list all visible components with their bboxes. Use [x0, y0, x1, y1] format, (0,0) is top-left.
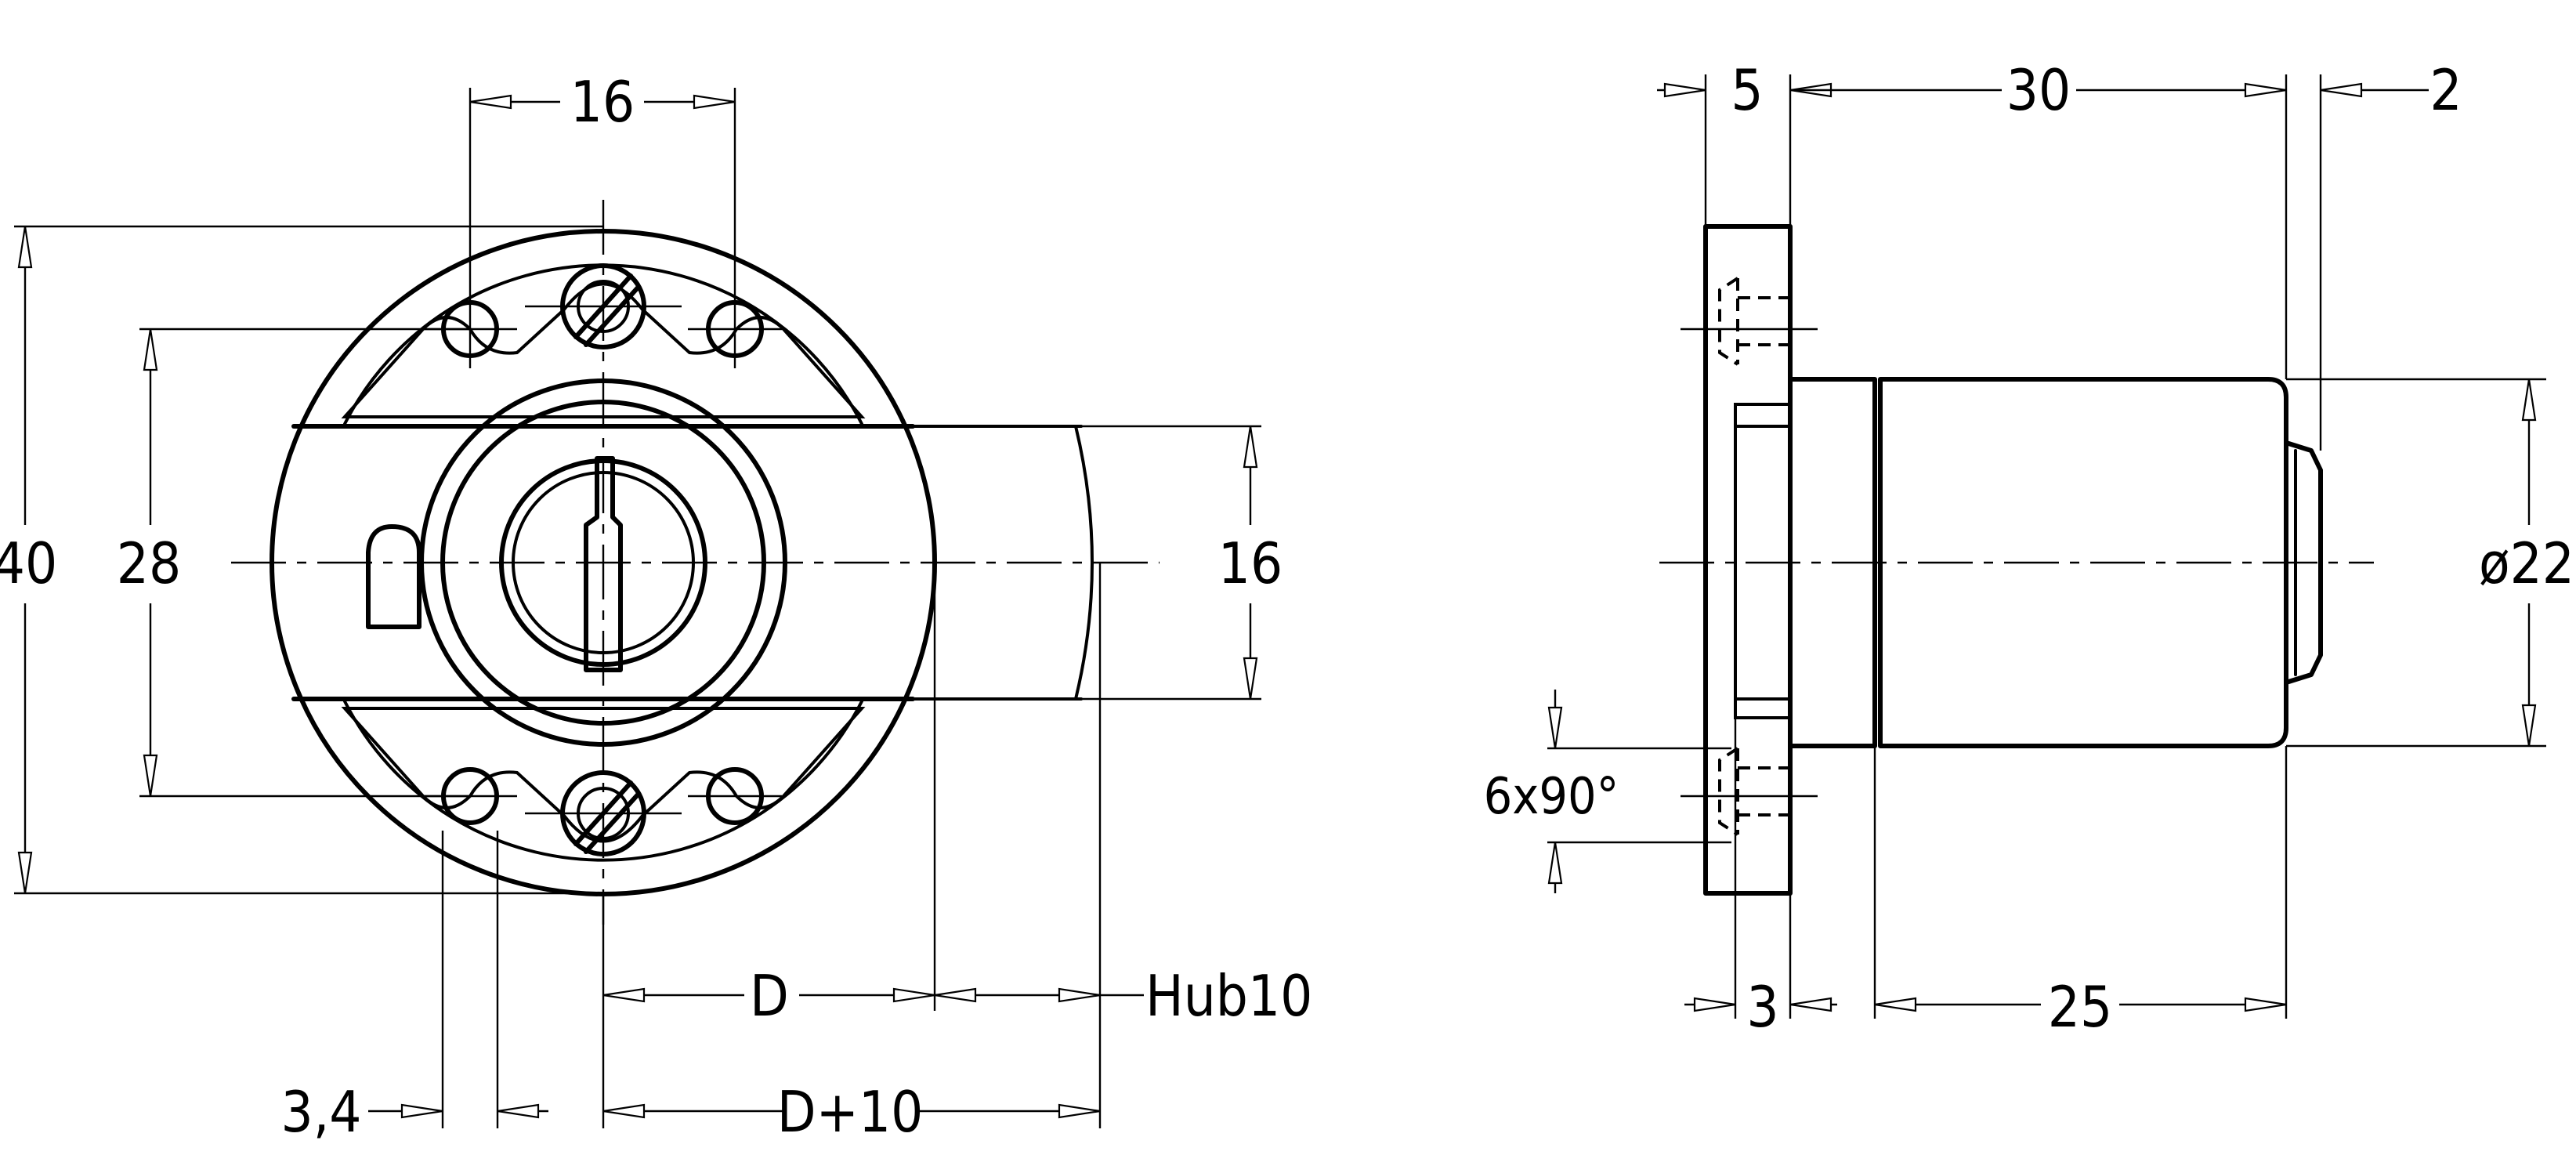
dim-hole-spacing-h: 16 — [469, 69, 736, 368]
flange-recess — [1734, 403, 1792, 719]
side-view: 5 30 2 ø22 — [1484, 57, 2574, 1040]
label-backset-plus-stroke: D+10 — [777, 1079, 924, 1145]
label-flange-thickness: 5 — [1731, 57, 1763, 123]
dim-hole-spacing-v: 28 — [117, 328, 470, 798]
dim-recess-depth: 3 — [1684, 718, 1837, 1040]
label-hole-spacing-h: 16 — [570, 69, 635, 135]
dim-body-diameter: ø22 — [2286, 378, 2574, 748]
flange — [1703, 224, 1793, 896]
keyway — [584, 456, 623, 672]
label-countersink: 6x90° — [1484, 768, 1619, 826]
countersink-upper — [1718, 277, 1790, 366]
dim-backset-plus-stroke: D+10 — [602, 1079, 1101, 1145]
front-view: 16 40 28 — [0, 69, 1312, 1145]
bolt-tip — [2284, 440, 2323, 685]
label-backset: D — [750, 963, 789, 1029]
label-body-diameter: ø22 — [2479, 530, 2574, 596]
latch-bolt — [366, 524, 421, 629]
cylinder-body — [1878, 377, 2288, 748]
dim-overall-height: 40 — [0, 225, 603, 895]
label-hole-diameter: 3,4 — [281, 1079, 362, 1145]
label-recess-depth: 3 — [1746, 974, 1778, 1040]
lower-arc-inner — [343, 700, 863, 862]
dim-hole-diameter: 3,4 — [281, 1079, 548, 1145]
countersink-lower — [1718, 747, 1790, 836]
label-overall-height: 40 — [0, 530, 57, 596]
label-flat-height: 16 — [1218, 530, 1283, 596]
dim-flat-height: 16 — [1081, 425, 1283, 701]
label-hole-spacing-v: 28 — [117, 530, 181, 596]
dim-countersink: 6x90° — [1484, 690, 1731, 893]
lower-slot — [341, 707, 866, 843]
label-bolt-protrusion: 2 — [2429, 57, 2462, 123]
dim-cylinder-length: 25 — [1873, 746, 2288, 1040]
upper-slot — [341, 282, 866, 418]
label-cylinder-length: 25 — [2048, 974, 2112, 1040]
dim-flange-thickness: 5 — [1657, 57, 1833, 379]
label-body-length: 30 — [2006, 57, 2071, 123]
dim-bolt-protrusion: 2 — [2319, 57, 2462, 451]
label-stroke: Hub10 — [1145, 963, 1312, 1029]
dim-body-length: 30 — [1790, 57, 2288, 379]
dim-backset: D — [602, 963, 935, 1029]
bolt-stroke-arc — [1074, 425, 1094, 701]
dim-stroke: Hub10 — [934, 963, 1312, 1029]
